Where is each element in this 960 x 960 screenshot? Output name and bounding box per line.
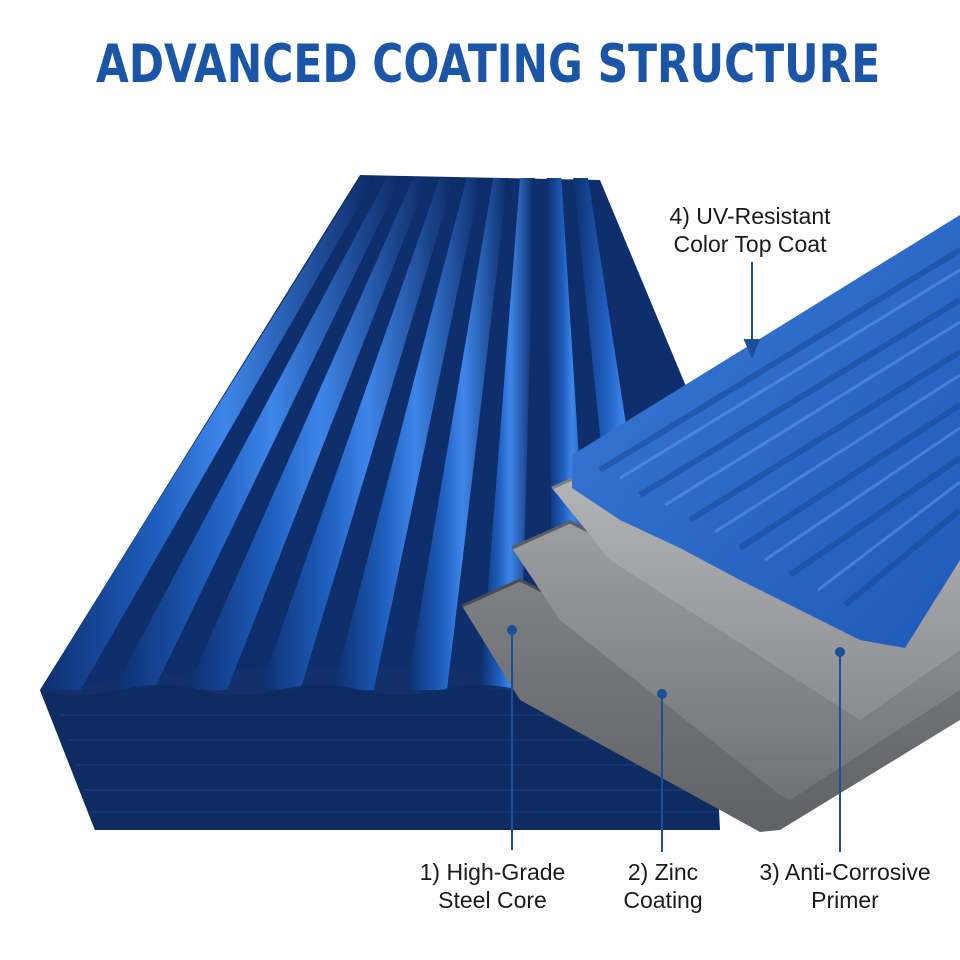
label-zinc-coating: 2) Zinc Coating: [598, 858, 728, 914]
leader-top-coat: [743, 262, 761, 359]
leader-lines: [507, 262, 845, 852]
leader-zinc: [657, 689, 667, 852]
label-steel-core: 1) High-Grade Steel Core: [400, 858, 585, 914]
label-steel-core-line2: Steel Core: [438, 887, 547, 913]
corrugation-ridge: [406, 178, 508, 690]
corrugation-ridge: [40, 178, 375, 690]
top-coat-layer: [572, 215, 960, 648]
corrugation-ridges: [40, 178, 667, 690]
label-steel-core-line1: 1) High-Grade: [419, 859, 566, 885]
label-primer-line1: 3) Anti-Corrosive: [759, 859, 931, 885]
label-top-coat: 4) UV-Resistant Color Top Coat: [650, 202, 850, 258]
corrugation-ridge: [333, 178, 482, 690]
label-zinc-line2: Coating: [623, 887, 703, 913]
label-top-coat-line2: Color Top Coat: [673, 231, 827, 257]
label-primer-line2: Primer: [811, 887, 879, 913]
label-primer: 3) Anti-Corrosive Primer: [740, 858, 950, 914]
corrugation-ridge: [480, 178, 535, 690]
label-top-coat-line1: 4) UV-Resistant: [669, 203, 831, 229]
page-title: ADVANCED COATING STRUCTURE: [96, 34, 881, 95]
corrugation-ridge: [260, 178, 455, 690]
corrugation-ridge: [186, 178, 428, 690]
leader-primer: [835, 647, 845, 852]
label-zinc-line1: 2) Zinc: [627, 859, 699, 885]
corrugation-ridge: [113, 178, 402, 690]
leader-steel-core: [507, 625, 517, 850]
